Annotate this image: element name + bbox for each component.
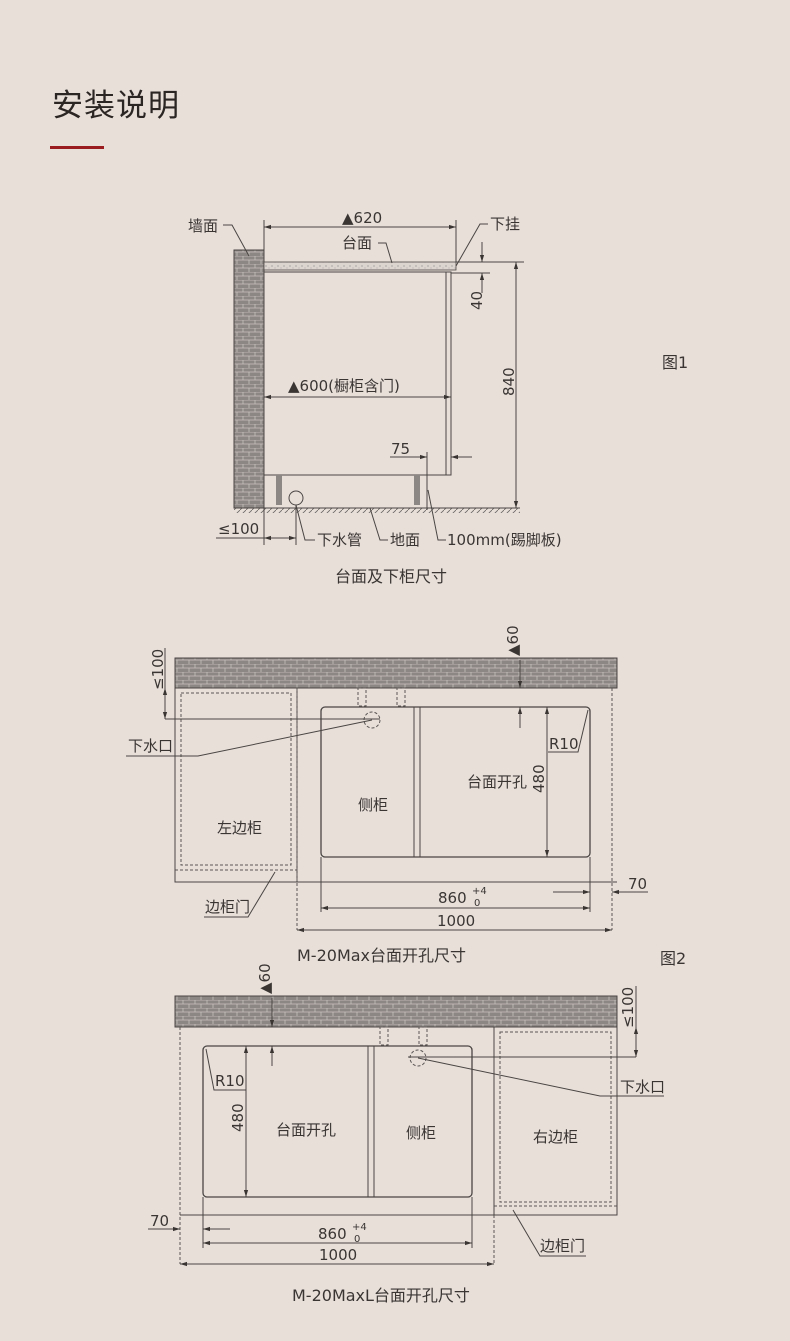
label-cutout: 台面开孔: [276, 1121, 336, 1139]
title-underline: [50, 146, 104, 149]
wall: [174, 995, 618, 1028]
label-kickboard: 100mm(踢脚板): [447, 531, 562, 549]
cabinet-leg: [414, 475, 420, 505]
figure-label-1: 图1: [662, 353, 688, 372]
dim-60: ▲60: [256, 963, 274, 994]
dim-100: ≤100: [149, 649, 167, 690]
figure-label-2: 图2: [660, 949, 686, 968]
label-right-cabinet: 右边柜: [533, 1128, 578, 1146]
drain-icon: [409, 1049, 427, 1067]
figure-2-m20max-plan: ≤100 ▲60 下水口 R10 480 台面开孔 侧柜 左边柜 边柜门 860…: [126, 625, 686, 968]
wall: [174, 657, 618, 689]
label-radius: R10: [549, 735, 579, 753]
dim-1000: 1000: [437, 912, 475, 930]
wall: [233, 249, 265, 509]
label-left-cabinet: 左边柜: [217, 819, 262, 837]
dim-100: ≤100: [218, 520, 259, 538]
tolerance-plus: +4: [472, 886, 487, 897]
label-side-cabinet: 侧柜: [406, 1124, 436, 1142]
countertop-cutout: [320, 706, 591, 858]
dim-40: 40: [468, 291, 486, 310]
dim-75: 75: [391, 440, 410, 458]
label-radius: R10: [215, 1072, 245, 1090]
dim-840: 840: [500, 367, 518, 396]
left-cabinet: [174, 687, 298, 883]
label-overhang: 下挂: [490, 215, 520, 233]
dim-70: 70: [628, 875, 647, 893]
side-panel: [367, 1045, 375, 1198]
label-drain-pipe: 下水管: [317, 531, 362, 549]
dim-70: 70: [150, 1212, 169, 1230]
label-countertop: 台面: [342, 234, 372, 252]
tolerance-plus: +4: [352, 1222, 367, 1233]
caption-fig2-top: M-20Max台面开孔尺寸: [297, 946, 466, 965]
cabinet-leg: [276, 475, 282, 505]
dim-60: ▲60: [504, 625, 522, 656]
dim-620: ▲620: [342, 209, 382, 227]
tolerance-minus: 0: [474, 898, 480, 909]
figure-2-m20maxl-plan: ≤100 ▲60 下水口 R10 480 台面开孔 侧柜 右边柜 边柜门 860…: [148, 963, 665, 1305]
dim-600: ▲600(橱柜含门): [288, 377, 400, 395]
drain-pipe-icon: [288, 490, 304, 506]
cabinet: [263, 271, 447, 476]
label-cabinet-door: 边柜门: [540, 1237, 585, 1255]
figure-1-side-view: ▲620 墙面 台面 下挂 40 840 ▲600(橱柜含门) 75 ≤100 …: [188, 209, 688, 586]
drain-icon: [363, 711, 381, 729]
page-title: 安装说明: [52, 88, 180, 124]
dim-860: 860: [318, 1225, 347, 1243]
label-floor: 地面: [390, 531, 420, 549]
label-drain: 下水口: [620, 1078, 665, 1096]
floor-hatch: [234, 508, 520, 513]
caption-fig2-bottom: M-20MaxL台面开孔尺寸: [292, 1286, 470, 1305]
label-cabinet-door: 边柜门: [205, 898, 250, 916]
side-panel: [413, 706, 421, 858]
dim-480: 480: [530, 764, 548, 793]
cabinet-door: [445, 271, 452, 476]
label-side-cabinet: 侧柜: [358, 796, 388, 814]
tolerance-minus: 0: [354, 1234, 360, 1245]
caption-fig1: 台面及下柜尺寸: [335, 567, 447, 586]
dim-1000: 1000: [319, 1246, 357, 1264]
countertop-cutout: [202, 1045, 473, 1198]
dim-480: 480: [229, 1103, 247, 1132]
right-cabinet: [493, 1026, 618, 1216]
dim-860: 860: [438, 889, 467, 907]
label-wall: 墙面: [188, 217, 218, 235]
label-drain: 下水口: [128, 737, 173, 755]
dim-100: ≤100: [619, 987, 637, 1028]
countertop: [263, 261, 457, 271]
label-cutout: 台面开孔: [467, 773, 527, 791]
